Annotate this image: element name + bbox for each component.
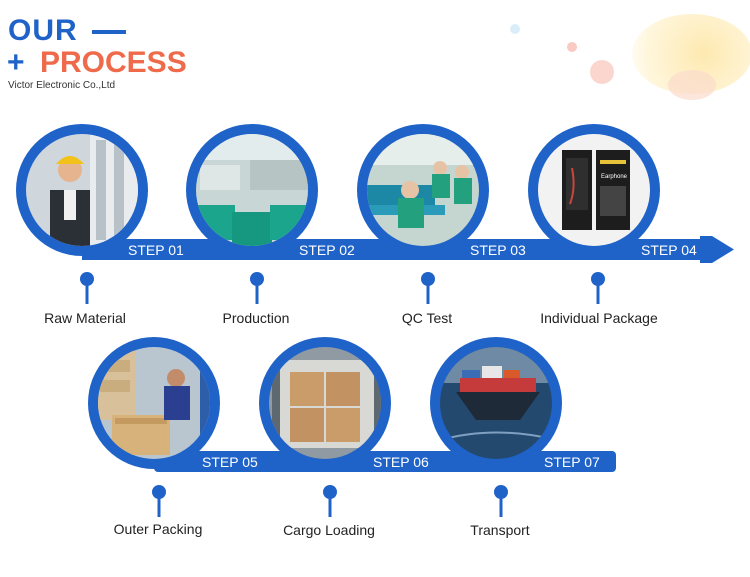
connector-pins-row2	[152, 485, 508, 517]
step-label-05: STEP 05	[202, 454, 258, 470]
caption-raw-material: Raw Material	[44, 310, 126, 326]
decor-bubble	[510, 24, 520, 34]
connector-pins-row1	[80, 272, 605, 304]
header-plus: +	[7, 46, 25, 79]
step-label-01: STEP 01	[128, 242, 184, 258]
step-label-07: STEP 07	[544, 454, 600, 470]
earphone-package-photo: Earphone	[538, 134, 650, 246]
decor-bubble	[668, 70, 716, 100]
container-loading-photo	[269, 347, 381, 459]
caption-individual-package: Individual Package	[540, 310, 658, 326]
caption-production: Production	[222, 310, 290, 326]
caption-outer-packing: Outer Packing	[113, 521, 203, 537]
caption-transport: Transport	[470, 522, 530, 538]
header-title-our: OUR	[8, 14, 78, 47]
header-dash	[92, 30, 126, 34]
step-label-02: STEP 02	[299, 242, 355, 258]
decor-bubble	[590, 60, 614, 84]
decor-bubble	[567, 42, 577, 52]
caption-cargo-loading: Cargo Loading	[283, 522, 375, 538]
header-title-process: PROCESS	[40, 46, 187, 79]
caption-qc-test: QC Test	[401, 310, 453, 326]
qc-workers-photo	[367, 134, 479, 246]
cargo-ship-photo	[440, 347, 552, 459]
step-label-03: STEP 03	[470, 242, 526, 258]
package-label: Earphone	[601, 174, 628, 180]
step-label-04: STEP 04	[641, 242, 697, 258]
company-name: Victor Electronic Co.,Ltd	[8, 80, 116, 91]
step-label-06: STEP 06	[373, 454, 429, 470]
packing-boxes-photo	[98, 347, 210, 459]
